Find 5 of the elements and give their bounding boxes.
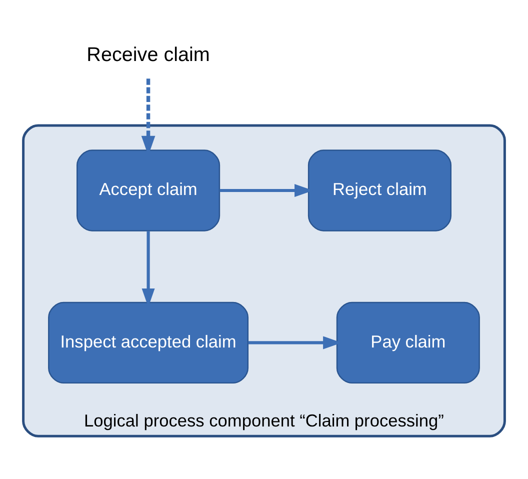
node-box: Inspect accepted claim	[48, 301, 249, 384]
node-box: Accept claim	[76, 149, 220, 231]
node-text: Receive claim	[86, 43, 210, 66]
node-box: Reject claim	[308, 149, 452, 231]
node-box: Pay claim	[336, 301, 480, 384]
